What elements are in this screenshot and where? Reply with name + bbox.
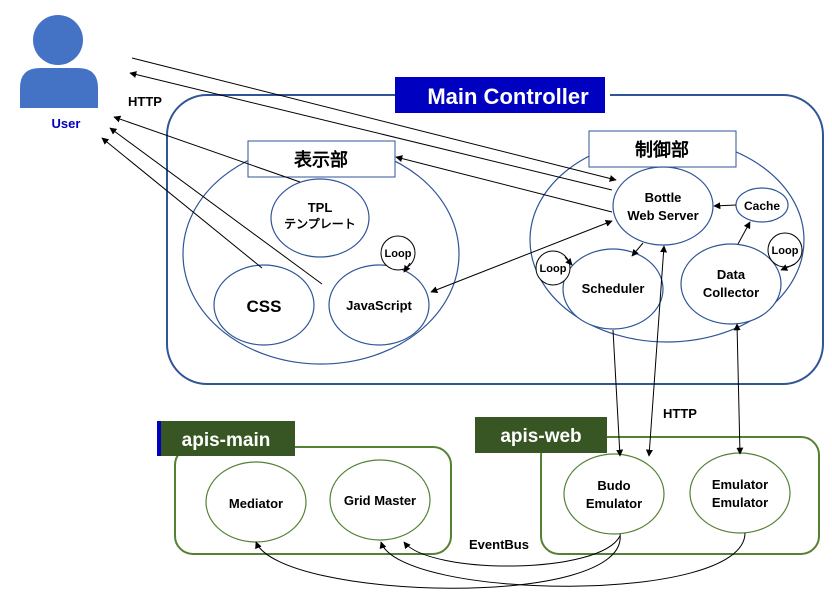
cache-label: Cache bbox=[744, 199, 780, 213]
connector-arrows bbox=[101, 57, 751, 589]
user-icon bbox=[20, 15, 98, 108]
http-user-label: HTTP bbox=[128, 94, 162, 109]
apis-main-title-bg bbox=[157, 421, 295, 456]
mediator-label: Mediator bbox=[229, 496, 283, 511]
control-title: 制御部 bbox=[635, 139, 689, 161]
arrow-css-to-user bbox=[101, 137, 263, 269]
arrow-user-to-bottle bbox=[131, 57, 617, 182]
display-title-box bbox=[247, 140, 396, 178]
arrow-cache-to-bottle bbox=[713, 202, 737, 210]
data-collector-node bbox=[680, 243, 782, 325]
apis-web-box bbox=[540, 436, 820, 555]
arrow-bottle-budo-http bbox=[645, 245, 668, 457]
js-loop-label: Loop bbox=[385, 248, 412, 260]
grid-master-node bbox=[329, 459, 431, 541]
scheduler-label: Scheduler bbox=[582, 281, 645, 296]
tpl-node bbox=[270, 178, 370, 258]
main-controller-title-edge bbox=[605, 77, 610, 113]
css-label: CSS bbox=[247, 297, 282, 316]
collector-loop-label: Loop bbox=[772, 245, 799, 257]
arrow-javascript-to-user bbox=[109, 127, 323, 285]
http-vertical-label: HTTP bbox=[663, 406, 697, 421]
data-collector-label-line1: Data bbox=[717, 267, 746, 282]
arrow-tpl-to-user bbox=[113, 115, 301, 183]
apis-web-title: apis-web bbox=[500, 426, 581, 447]
arrow-budo-to-grid-master bbox=[403, 535, 621, 567]
arrow-collector-emulator bbox=[733, 323, 744, 455]
display-title: 表示部 bbox=[294, 149, 348, 171]
javascript-node bbox=[328, 264, 430, 346]
user-label: User bbox=[52, 116, 81, 131]
apis-web-title-bg bbox=[475, 417, 607, 453]
bottle-label-line1: Bottle bbox=[645, 190, 682, 205]
js-loop-arrow bbox=[403, 262, 411, 273]
control-title-box bbox=[588, 130, 737, 168]
emulator-emulator-label-line2: Emulator bbox=[712, 495, 768, 510]
main-controller-title: Main Controller bbox=[427, 84, 589, 109]
arrow-js-bottle bbox=[430, 220, 613, 293]
data-collector-label-line2: Collector bbox=[703, 285, 759, 300]
js-loop-circle bbox=[380, 235, 416, 271]
grid-master-label: Grid Master bbox=[344, 493, 416, 508]
arrow-bottle-to-display bbox=[395, 155, 613, 213]
bottle-node bbox=[612, 166, 714, 246]
javascript-label: JavaScript bbox=[346, 298, 412, 313]
arrow-bottle-to-user bbox=[129, 71, 613, 191]
scheduler-loop-label: Loop bbox=[540, 263, 567, 275]
arrow-collector-to-cache bbox=[737, 221, 751, 245]
budo-emulator-node bbox=[563, 453, 665, 535]
emulator-emulator-label-line1: Emulator bbox=[712, 477, 768, 492]
css-node bbox=[213, 264, 315, 346]
apis-main-title: apis-main bbox=[182, 430, 271, 451]
apis-main-box bbox=[174, 446, 452, 555]
apis-main-title-edge bbox=[157, 421, 161, 456]
tpl-label-line1: TPL bbox=[308, 200, 333, 215]
budo-emulator-label-line1: Budo bbox=[597, 478, 630, 493]
eventbus-label: EventBus bbox=[469, 537, 529, 552]
collector-loop-arrow bbox=[780, 263, 796, 271]
arrow-emulator-to-grid-master bbox=[379, 532, 746, 587]
arrow-budo-to-mediator bbox=[255, 533, 621, 589]
main-controller-title-bg bbox=[395, 77, 610, 113]
emulator-emulator-node bbox=[689, 452, 791, 534]
arrow-scheduler-to-budo bbox=[612, 329, 624, 457]
arrow-bottle-to-scheduler bbox=[631, 242, 644, 257]
bottle-label-line2: Web Server bbox=[627, 208, 698, 223]
tpl-label-line2: テンプレート bbox=[284, 216, 356, 231]
budo-emulator-label-line2: Emulator bbox=[586, 496, 642, 511]
